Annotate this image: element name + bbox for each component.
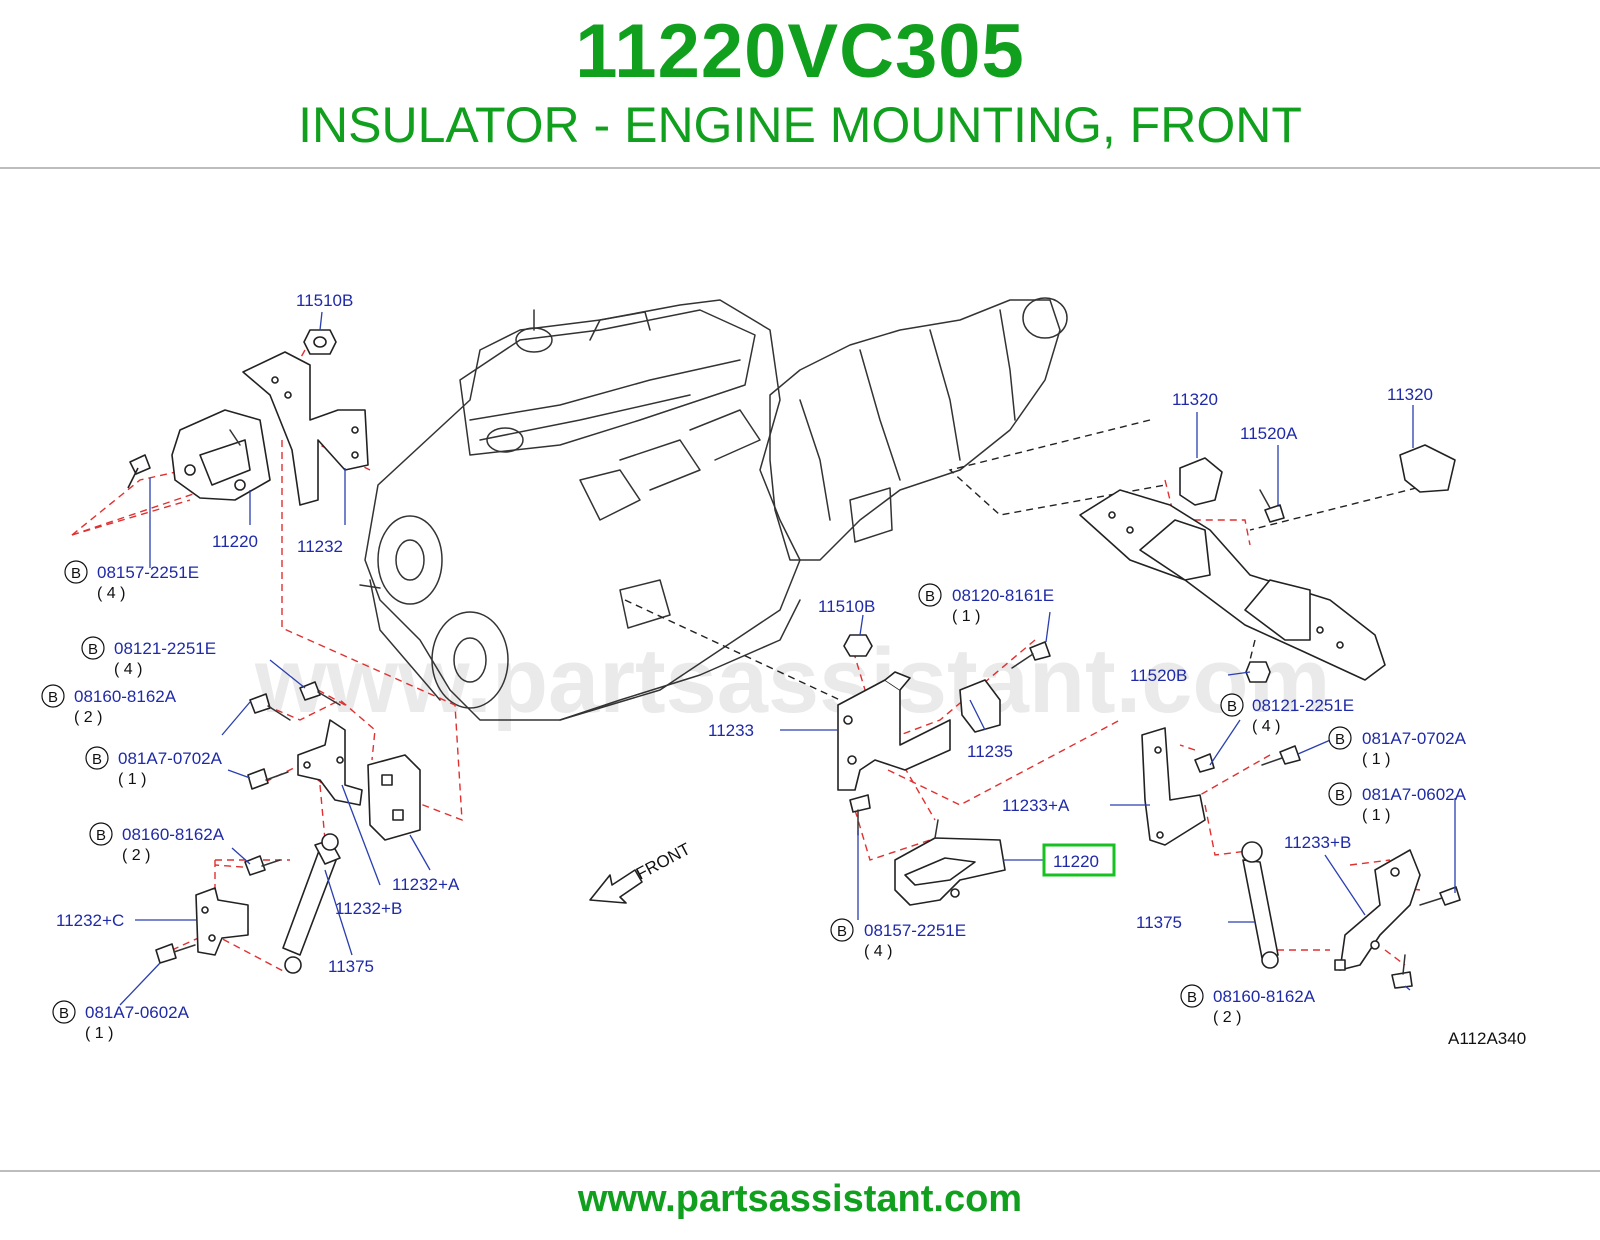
part-label[interactable]: 081A7-0702A [118, 749, 223, 768]
part-label[interactable]: 08120-8161E [952, 586, 1054, 605]
part-label[interactable]: 11232 [297, 537, 343, 556]
svg-text:B: B [71, 565, 81, 582]
part-label[interactable]: 08160-8162A [1213, 987, 1316, 1006]
svg-text:B: B [96, 827, 106, 844]
highlighted-part-label[interactable]: 11220 [1053, 852, 1099, 871]
part-label[interactable]: 11510B [818, 597, 875, 616]
part-label[interactable]: 11233+B [1284, 833, 1351, 852]
part-label[interactable]: 11510B [296, 291, 353, 310]
center-engine-mount-group [837, 634, 1051, 906]
left-lower-bracket-group [155, 681, 421, 974]
quantity-label: ( 1 ) [952, 608, 980, 625]
svg-text:B: B [1187, 989, 1197, 1006]
footer-divider [0, 1170, 1600, 1172]
quantity-label: ( 4 ) [97, 585, 125, 602]
bolt-symbol: B [1328, 726, 1352, 750]
front-label: FRONT [633, 839, 694, 883]
part-labels: 11510B 11220 11232 08157-2251E ( 4 ) 081… [56, 291, 1526, 1048]
part-label[interactable]: 11235 [967, 742, 1013, 761]
bolt-symbol: B [918, 583, 942, 607]
quantity-label: ( 4 ) [1252, 718, 1280, 735]
part-label[interactable]: 11320 [1172, 390, 1218, 409]
part-label[interactable]: 08121-2251E [1252, 696, 1354, 715]
svg-text:B: B [92, 751, 102, 768]
bolt-symbol: B [52, 1000, 76, 1024]
part-number: 11220VC305 [575, 9, 1025, 94]
part-label[interactable]: 11320 [1387, 385, 1433, 404]
part-label[interactable]: 11375 [1136, 913, 1182, 932]
svg-text:B: B [925, 588, 935, 605]
bolt-symbol: B [64, 560, 88, 584]
footer-url[interactable]: www.partsassistant.com [577, 1178, 1023, 1220]
highlight-box [1042, 843, 1116, 877]
part-title: INSULATOR - ENGINE MOUNTING, FRONT [298, 97, 1302, 153]
part-label[interactable]: 11233 [708, 721, 754, 740]
quantity-label: ( 1 ) [85, 1025, 113, 1042]
part-label[interactable]: 08157-2251E [864, 921, 966, 940]
part-label[interactable]: 081A7-0702A [1362, 729, 1467, 748]
engine-transmission-drawing [359, 297, 1068, 721]
figure-code: A112A340 [1448, 1029, 1526, 1048]
part-label[interactable]: 081A7-0602A [85, 1003, 190, 1022]
part-label[interactable]: 11232+B [335, 899, 402, 918]
quantity-label: ( 1 ) [1362, 807, 1390, 824]
svg-text:B: B [1335, 731, 1345, 748]
header-divider [0, 167, 1600, 169]
label-leaders [119, 311, 1456, 1006]
parts-diagram: www.partsassistant.com [41, 291, 1526, 1048]
quantity-label: ( 1 ) [1362, 751, 1390, 768]
bolt-symbol: B [41, 684, 65, 708]
bolt-symbol: B [1180, 984, 1204, 1008]
part-label[interactable]: 081A7-0602A [1362, 785, 1467, 804]
svg-text:B: B [59, 1005, 69, 1022]
part-label[interactable]: 11220 [212, 532, 258, 551]
transmission-mount-group [1079, 444, 1456, 683]
part-label[interactable]: 08157-2251E [97, 563, 199, 582]
bolt-symbol: B [1220, 693, 1244, 717]
part-label[interactable]: 11232+C [56, 911, 124, 930]
page-header: 11220VC305 INSULATOR - ENGINE MOUNTING, … [0, 0, 1600, 170]
bolt-symbol: B [89, 822, 113, 846]
quantity-label: ( 2 ) [74, 709, 102, 726]
part-label[interactable]: 11520B [1130, 666, 1187, 685]
bolt-symbol: B [830, 918, 854, 942]
right-lower-bracket-group [1141, 727, 1461, 989]
quantity-label: ( 1 ) [118, 771, 146, 788]
svg-text:B: B [1335, 787, 1345, 804]
svg-text:B: B [837, 923, 847, 940]
quantity-label: ( 4 ) [864, 943, 892, 960]
part-label[interactable]: 11233+A [1002, 796, 1070, 815]
part-label[interactable]: 11375 [328, 957, 374, 976]
part-label[interactable]: 08121-2251E [114, 639, 216, 658]
part-label[interactable]: 08160-8162A [122, 825, 225, 844]
svg-text:B: B [88, 641, 98, 658]
front-direction-indicator: FRONT [589, 839, 694, 904]
left-engine-mount-group [127, 329, 369, 506]
quantity-label: ( 4 ) [114, 661, 142, 678]
svg-text:B: B [48, 689, 58, 706]
bolt-symbols: B B B B B B B B B B B B [41, 560, 1352, 1024]
part-label[interactable]: 08160-8162A [74, 687, 177, 706]
svg-text:B: B [1227, 698, 1237, 715]
quantity-label: ( 2 ) [1213, 1009, 1241, 1026]
quantity-label: ( 2 ) [122, 847, 150, 864]
bolt-symbol: B [1328, 782, 1352, 806]
part-label[interactable]: 11520A [1240, 424, 1298, 443]
part-label[interactable]: 11232+A [392, 875, 460, 894]
bolt-symbol: B [81, 636, 105, 660]
bolt-symbol: B [85, 746, 109, 770]
